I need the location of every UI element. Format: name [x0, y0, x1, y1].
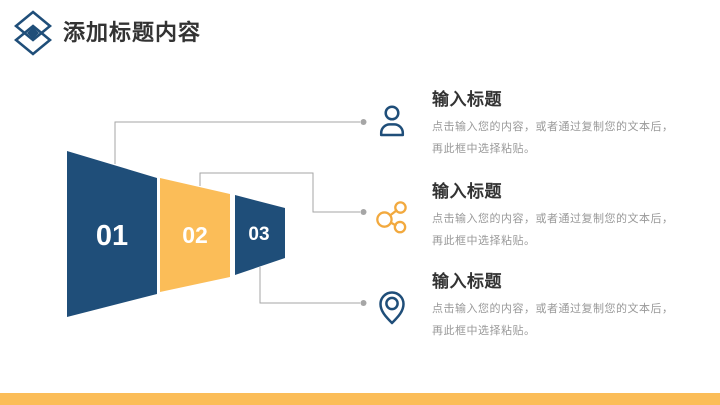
page-title: 添加标题内容 [63, 20, 202, 45]
item-description-line-2: 再此框中选择粘贴。 [432, 325, 536, 337]
item-description-line-1: 点击输入您的内容，或者通过复制您的文本后， [432, 121, 674, 133]
item-text-1: 输入标题 点击输入您的内容，或者通过复制您的文本后， 再此框中选择粘贴。 [432, 88, 694, 160]
funnel-segment-2 [160, 178, 230, 292]
funnel-segment-2-label: 02 [182, 222, 208, 248]
connector-line-3 [259, 267, 360, 304]
connector-dot-3 [360, 300, 367, 306]
list-item-1: 输入标题 点击输入您的内容，或者通过复制您的文本后， 再此框中选择粘贴。 [376, 88, 696, 160]
funnel-segment-3-label: 03 [248, 224, 269, 245]
funnel-segment-1-label: 01 [96, 220, 128, 252]
item-text-3: 输入标题 点击输入您的内容，或者通过复制您的文本后， 再此框中选择粘贴。 [432, 270, 694, 342]
list-item-2: 输入标题 点击输入您的内容，或者通过复制您的文本后， 再此框中选择粘贴。 [376, 180, 696, 252]
funnel-segment-1 [67, 151, 157, 317]
connector-dot-2 [360, 209, 367, 215]
item-description-line-1: 点击输入您的内容，或者通过复制您的文本后， [432, 303, 674, 315]
item-title: 输入标题 [432, 182, 502, 201]
bottom-accent-bar [0, 393, 720, 405]
item-title: 输入标题 [432, 90, 502, 109]
funnel-segment-3 [235, 195, 285, 275]
header: 添加标题内容 [14, 10, 201, 56]
connector-line-2 [199, 172, 360, 213]
list-item-3: 输入标题 点击输入您的内容，或者通过复制您的文本后， 再此框中选择粘贴。 [376, 270, 696, 342]
share-icon [376, 180, 408, 252]
double-diamond-icon [14, 10, 52, 56]
item-description-line-2: 再此框中选择粘贴。 [432, 235, 536, 247]
item-title: 输入标题 [432, 272, 502, 291]
connector-dot-1 [360, 119, 367, 125]
connector-line-1 [114, 121, 360, 164]
item-text-2: 输入标题 点击输入您的内容，或者通过复制您的文本后， 再此框中选择粘贴。 [432, 180, 694, 252]
item-description-line-1: 点击输入您的内容，或者通过复制您的文本后， [432, 213, 674, 225]
user-icon [376, 88, 408, 160]
location-pin-icon [376, 270, 408, 342]
item-description-line-2: 再此框中选择粘贴。 [432, 143, 536, 155]
